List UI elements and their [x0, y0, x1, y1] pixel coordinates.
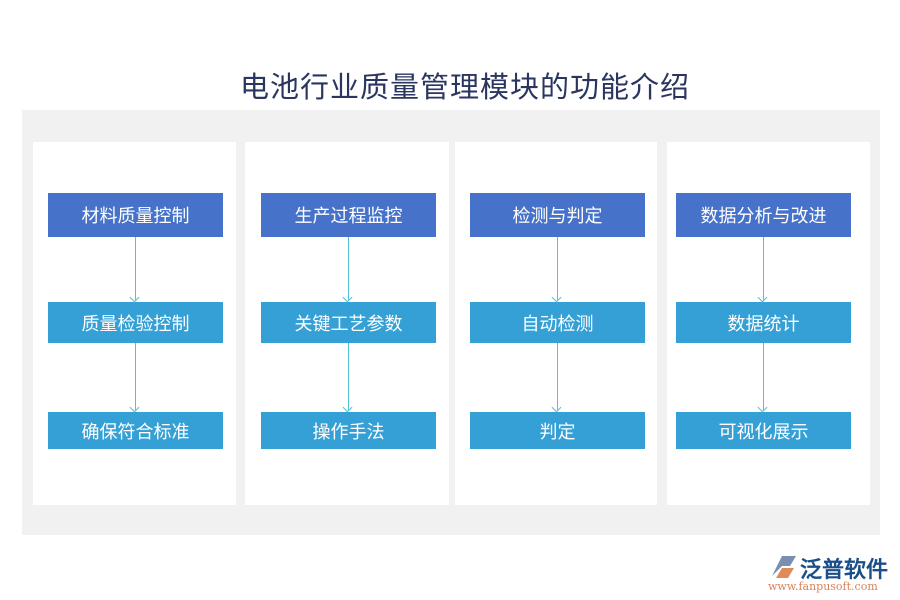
- step-box: 关键工艺参数: [261, 302, 436, 343]
- page-title: 电池行业质量管理模块的功能介绍: [239, 70, 690, 104]
- arrow-down-icon: [763, 237, 764, 300]
- fanpu-logo-icon: [772, 556, 796, 578]
- arrow-down-icon: [135, 237, 136, 300]
- arrow-down-icon: [557, 343, 558, 410]
- arrow-down-icon: [348, 237, 349, 300]
- arrow-down-icon: [348, 343, 349, 410]
- step-box: 确保符合标准: [48, 412, 223, 449]
- step-box: 数据统计: [676, 302, 851, 343]
- step-box: 判定: [470, 412, 645, 449]
- logo-name: 泛普软件: [800, 558, 889, 583]
- step-box: 操作手法: [261, 412, 436, 449]
- category-header-box: 材料质量控制: [48, 193, 223, 237]
- arrow-down-icon: [557, 237, 558, 300]
- category-header-box: 检测与判定: [470, 193, 645, 237]
- logo-url: www.fanpusoft.com: [768, 580, 878, 593]
- step-box: 自动检测: [470, 302, 645, 343]
- category-header-box: 数据分析与改进: [676, 193, 851, 237]
- category-header-box: 生产过程监控: [261, 193, 436, 237]
- step-box: 可视化展示: [676, 412, 851, 449]
- arrow-down-icon: [763, 343, 764, 410]
- arrow-down-icon: [135, 343, 136, 410]
- step-box: 质量检验控制: [48, 302, 223, 343]
